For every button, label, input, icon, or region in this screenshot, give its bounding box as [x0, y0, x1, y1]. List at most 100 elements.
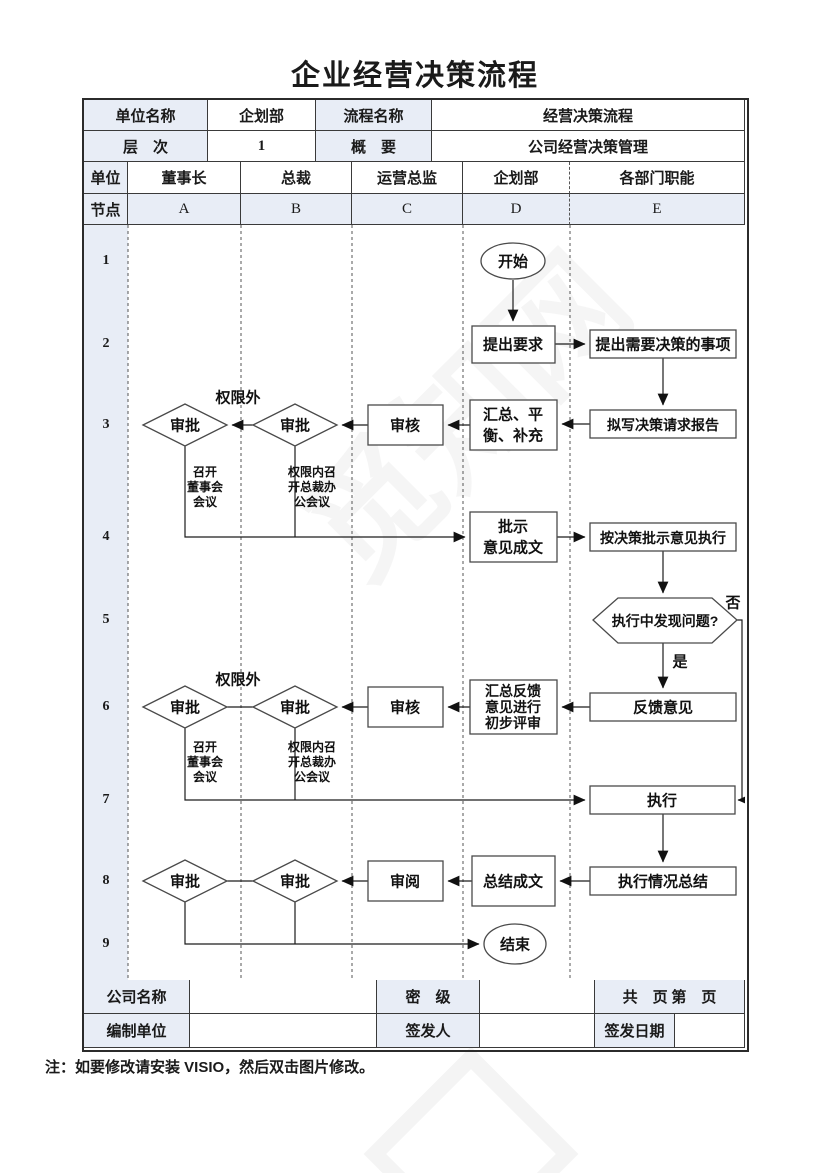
issue-date-label: 签发日期: [595, 1014, 675, 1048]
node-row-label: 节点: [84, 194, 128, 225]
flowchart-svg: 开始 提出要求 提出需要决策的事项 拟写决策请求报告 汇总、平 衡、补充 审核 …: [127, 225, 745, 980]
svg-text:批示: 批示: [498, 518, 528, 536]
svg-text:审批: 审批: [280, 699, 310, 717]
execute-per-decision-box: 按决策批示意见执行: [589, 522, 737, 552]
svg-text:审批: 审批: [170, 699, 200, 717]
board-meeting-note-row3: 召开 董事会 会议: [187, 465, 224, 509]
svg-text:审阅: 审阅: [390, 873, 420, 891]
unit-name-value: 企划部: [208, 100, 316, 131]
row-number-column: 1 2 3 4 5 6 7 8 9: [84, 225, 128, 980]
level-value: 1: [208, 131, 316, 162]
summary-value: 公司经营决策管理: [432, 131, 745, 162]
lane-president: 总裁: [241, 162, 352, 194]
prepared-by-label: 编制单位: [84, 1014, 190, 1048]
row-number: 8: [102, 873, 110, 888]
svg-text:初步评审: 初步评审: [485, 715, 541, 731]
svg-text:召开: 召开: [193, 465, 217, 479]
svg-text:意见成文: 意见成文: [483, 539, 544, 557]
start-node: 开始: [480, 242, 546, 280]
svg-text:反馈意见: 反馈意见: [633, 699, 693, 717]
secrecy-value: [480, 980, 595, 1014]
watermark-diamond: [363, 1046, 579, 1173]
no-label: 否: [724, 595, 740, 612]
svg-text:汇总、平: 汇总、平: [483, 406, 543, 424]
process-name-label: 流程名称: [316, 100, 432, 131]
prepared-by-value: [190, 1014, 377, 1048]
instruction-written-box: 批示 意见成文: [469, 511, 558, 563]
svg-text:意见进行: 意见进行: [485, 699, 541, 715]
svg-text:审批: 审批: [280, 873, 310, 891]
beyond-authority-label-row6: 权限外: [214, 671, 260, 689]
approve-diamond-b-row6: 审批: [251, 685, 339, 729]
svg-text:结束: 结束: [500, 936, 531, 954]
president-meeting-note-row6: 权限内召 开总裁办 公会议: [287, 739, 336, 784]
approve-diamond-b-row3: 审批: [251, 403, 339, 447]
president-meeting-note-row3: 权限内召 开总裁办 公会议: [287, 464, 336, 509]
problem-found-hexagon: 执行中发现问题?: [592, 597, 738, 644]
row-number: 2: [102, 336, 110, 351]
execute-box: 执行: [589, 785, 736, 815]
svg-text:开总裁办: 开总裁办: [288, 754, 336, 769]
svg-text:执行中发现问题?: 执行中发现问题?: [612, 613, 719, 629]
node-letter-e: E: [570, 194, 745, 225]
summarize-balance-box: 汇总、平 衡、补充: [469, 399, 558, 451]
approve-diamond-a-row8: 审批: [141, 859, 229, 903]
pages-label: 共 页 第 页: [595, 980, 745, 1014]
svg-text:公会议: 公会议: [294, 494, 331, 509]
row-number: 7: [102, 792, 110, 807]
node-letter-c: C: [352, 194, 463, 225]
svg-text:董事会: 董事会: [187, 754, 224, 769]
unit-name-label: 单位名称: [84, 100, 208, 131]
approve-diamond-a-row6: 审批: [141, 685, 229, 729]
propose-items-box: 提出需要决策的事项: [589, 329, 737, 359]
svg-text:汇总反馈: 汇总反馈: [485, 683, 541, 699]
lane-departments: 各部门职能: [570, 162, 745, 194]
row-number: 1: [102, 253, 110, 268]
svg-text:召开: 召开: [193, 740, 217, 754]
connector-lines: [184, 280, 745, 950]
process-name-value: 经营决策流程: [432, 100, 745, 131]
node-letter-d: D: [463, 194, 570, 225]
svg-text:会议: 会议: [193, 494, 218, 509]
approve-diamond-b-row8: 审批: [251, 859, 339, 903]
svg-text:拟写决策请求报告: 拟写决策请求报告: [607, 417, 719, 433]
end-node: 结束: [483, 923, 547, 965]
feedback-box: 反馈意见: [589, 692, 737, 722]
svg-text:会议: 会议: [193, 769, 218, 784]
svg-text:审批: 审批: [170, 417, 200, 435]
svg-text:权限内召: 权限内召: [287, 464, 336, 479]
row-number: 5: [102, 612, 110, 627]
svg-text:执行: 执行: [647, 792, 677, 810]
svg-text:公会议: 公会议: [294, 769, 331, 784]
svg-text:总结成文: 总结成文: [483, 873, 544, 891]
svg-text:开始: 开始: [498, 253, 528, 271]
svg-text:执行情况总结: 执行情况总结: [618, 873, 708, 891]
svg-text:董事会: 董事会: [187, 479, 224, 494]
draft-report-box: 拟写决策请求报告: [589, 409, 737, 439]
lane-coo: 运营总监: [352, 162, 463, 194]
lane-unit-label: 单位: [84, 162, 128, 194]
company-name-value: [190, 980, 377, 1014]
svg-text:审核: 审核: [390, 417, 420, 435]
svg-text:提出要求: 提出要求: [483, 336, 544, 354]
execution-summary-box: 执行情况总结: [589, 866, 737, 896]
level-label: 层 次: [84, 131, 208, 162]
svg-text:按决策批示意见执行: 按决策批示意见执行: [600, 530, 726, 546]
company-name-label: 公司名称: [84, 980, 190, 1014]
summary-written-box: 总结成文: [471, 855, 556, 907]
beyond-authority-label-row3: 权限外: [214, 389, 260, 407]
summary-label: 概 要: [316, 131, 432, 162]
row-number: 4: [102, 529, 110, 544]
secrecy-label: 密 级: [377, 980, 480, 1014]
page-title: 企业经营决策流程: [290, 60, 539, 92]
board-meeting-note-row6: 召开 董事会 会议: [187, 740, 224, 784]
issuer-label: 签发人: [377, 1014, 480, 1048]
svg-text:权限内召: 权限内召: [287, 739, 336, 754]
node-letter-a: A: [128, 194, 241, 225]
yes-label: 是: [671, 654, 688, 671]
svg-text:审批: 审批: [170, 873, 200, 891]
node-letter-b: B: [241, 194, 352, 225]
approve-diamond-a-row3: 审批: [141, 403, 229, 447]
row-number: 3: [102, 417, 110, 432]
